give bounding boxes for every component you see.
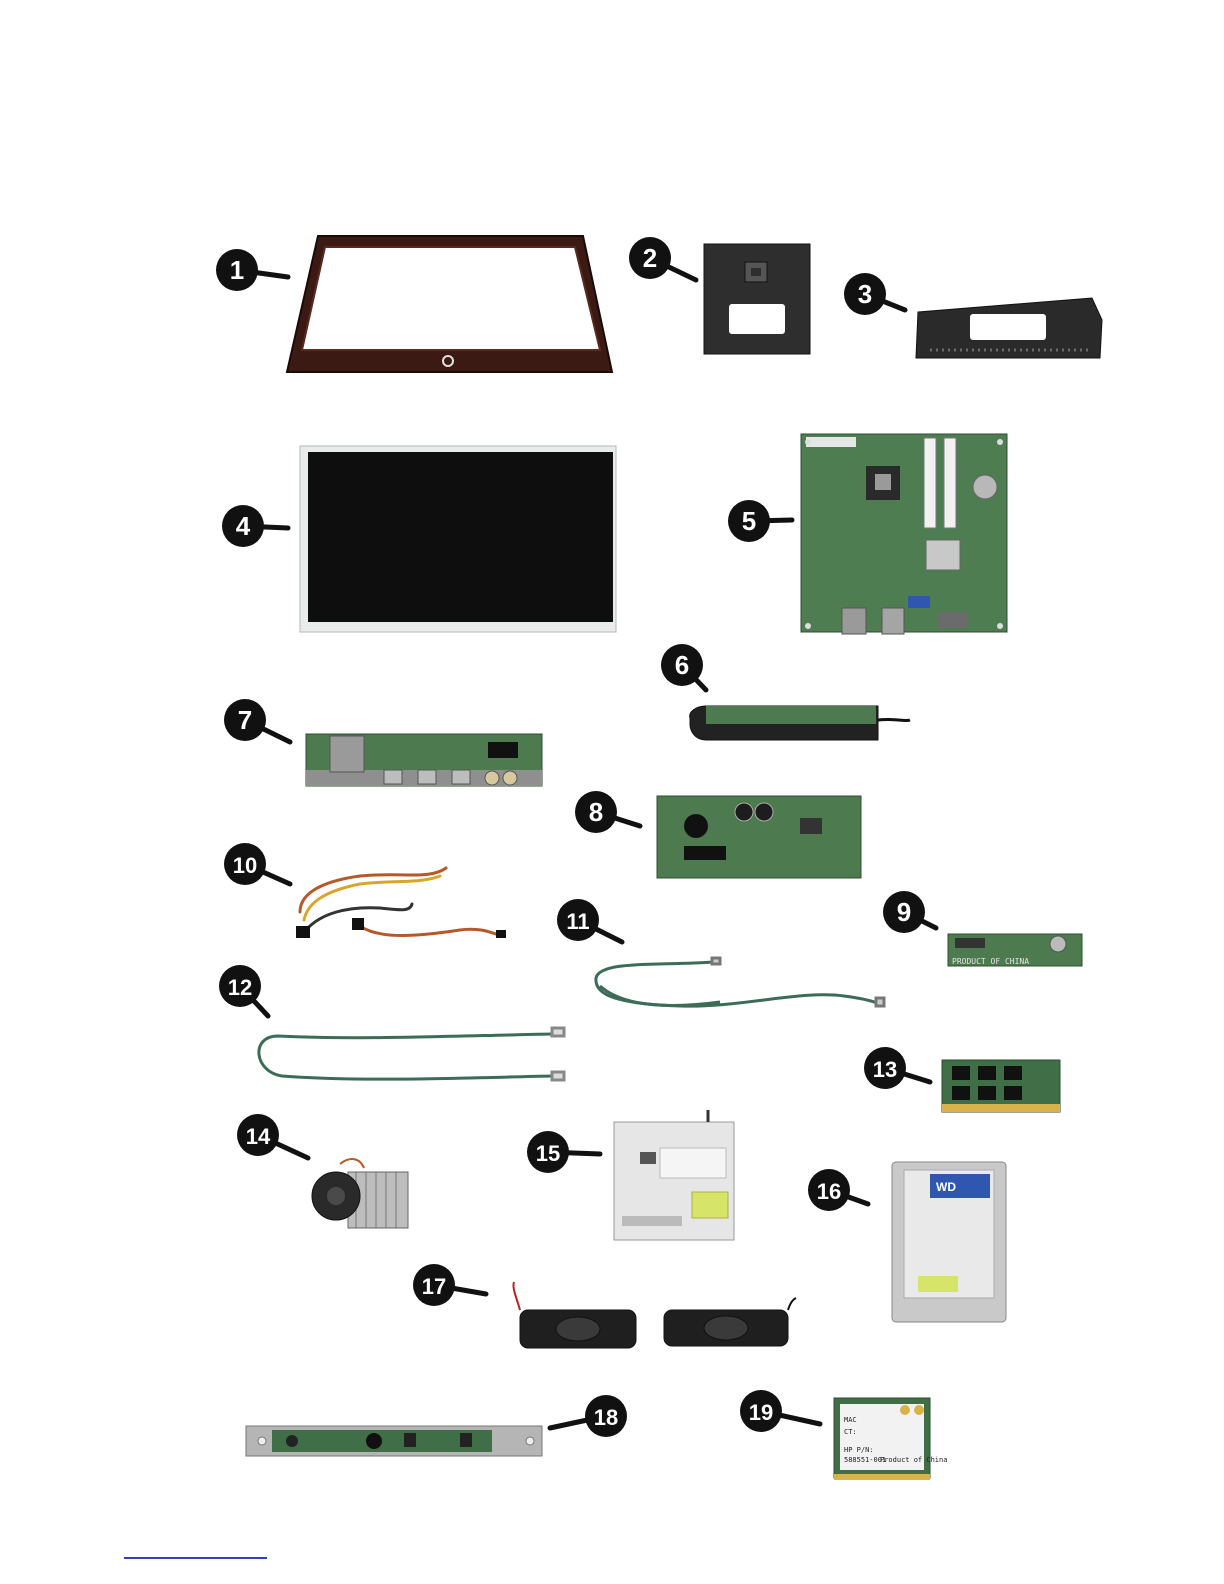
callout-number-2: 2: [643, 243, 657, 273]
callout-18: 18: [550, 1395, 627, 1437]
part-4-lcd-panel: [300, 446, 616, 632]
callout-9: 9: [883, 891, 936, 933]
part-1-front-bezel: [287, 236, 612, 372]
callout-number-14: 14: [246, 1124, 271, 1149]
part-12-cable: [259, 1028, 564, 1080]
part-14-heatsink-fan: [312, 1159, 408, 1228]
callout-number-6: 6: [675, 650, 689, 680]
callout-15: 15: [527, 1131, 600, 1173]
callout-number-13: 13: [873, 1057, 897, 1082]
callout-13: 13: [864, 1047, 930, 1089]
callout-number-8: 8: [589, 797, 603, 827]
callout-11: 11: [557, 899, 622, 942]
callout-number-4: 4: [236, 511, 251, 541]
callout-number-16: 16: [817, 1179, 841, 1204]
callout-number-19: 19: [749, 1400, 773, 1425]
callout-16: 16: [808, 1169, 868, 1211]
part-13-memory-module: [942, 1060, 1060, 1112]
wlan-hp-pn: HP P/N:: [844, 1446, 874, 1454]
callout-number-12: 12: [228, 975, 252, 1000]
part-9-button-board: PRODUCT OF CHINA: [948, 934, 1082, 966]
callout-10: 10: [224, 843, 290, 885]
part-19-wlan-card: MAC CT: HP P/N: 588551-001 Product of Ch…: [834, 1398, 947, 1480]
part-10-power-cable: [296, 868, 506, 938]
part-18-webcam-bracket: [246, 1426, 542, 1456]
callout-3: 3: [844, 273, 905, 315]
part-7-io-board: [306, 734, 542, 786]
callout-4: 4: [222, 505, 288, 547]
wlan-origin: Product of China: [880, 1456, 947, 1464]
callout-number-10: 10: [233, 853, 257, 878]
callout-17: 17: [413, 1264, 486, 1306]
callout-7: 7: [224, 699, 290, 742]
callout-number-18: 18: [594, 1405, 618, 1430]
callout-5: 5: [728, 500, 792, 542]
part-6-converter-board: [690, 706, 910, 740]
callout-number-15: 15: [536, 1141, 560, 1166]
wlan-ct: CT:: [844, 1428, 857, 1436]
part-15-optical-drive: [614, 1110, 734, 1240]
part-5-motherboard: [801, 434, 1007, 634]
part-16-hard-drive: WD: [892, 1162, 1006, 1322]
part-17-speakers: [513, 1282, 796, 1348]
callout-number-1: 1: [230, 255, 244, 285]
callout-number-7: 7: [238, 705, 252, 735]
board9-text: PRODUCT OF CHINA: [952, 957, 1029, 966]
part-11-antenna-cable: [596, 958, 884, 1006]
callout-number-3: 3: [858, 279, 872, 309]
part-2-rear-cover: [704, 244, 810, 354]
callout-8: 8: [575, 791, 640, 833]
callout-12: 12: [219, 965, 268, 1016]
callout-14: 14: [237, 1114, 308, 1158]
wlan-mac: MAC: [844, 1416, 857, 1424]
footer-rule: [124, 1557, 267, 1559]
callout-number-17: 17: [422, 1274, 446, 1299]
part-8-inverter-board: [657, 796, 861, 878]
callout-6: 6: [661, 644, 706, 690]
part-3-io-cover: [916, 298, 1102, 358]
callout-number-5: 5: [742, 506, 756, 536]
callout-1: 1: [216, 249, 288, 291]
callout-19: 19: [740, 1390, 820, 1432]
callout-number-9: 9: [897, 897, 911, 927]
hdd-brand: WD: [936, 1180, 956, 1194]
callout-number-11: 11: [566, 909, 589, 934]
callout-2: 2: [629, 237, 696, 280]
